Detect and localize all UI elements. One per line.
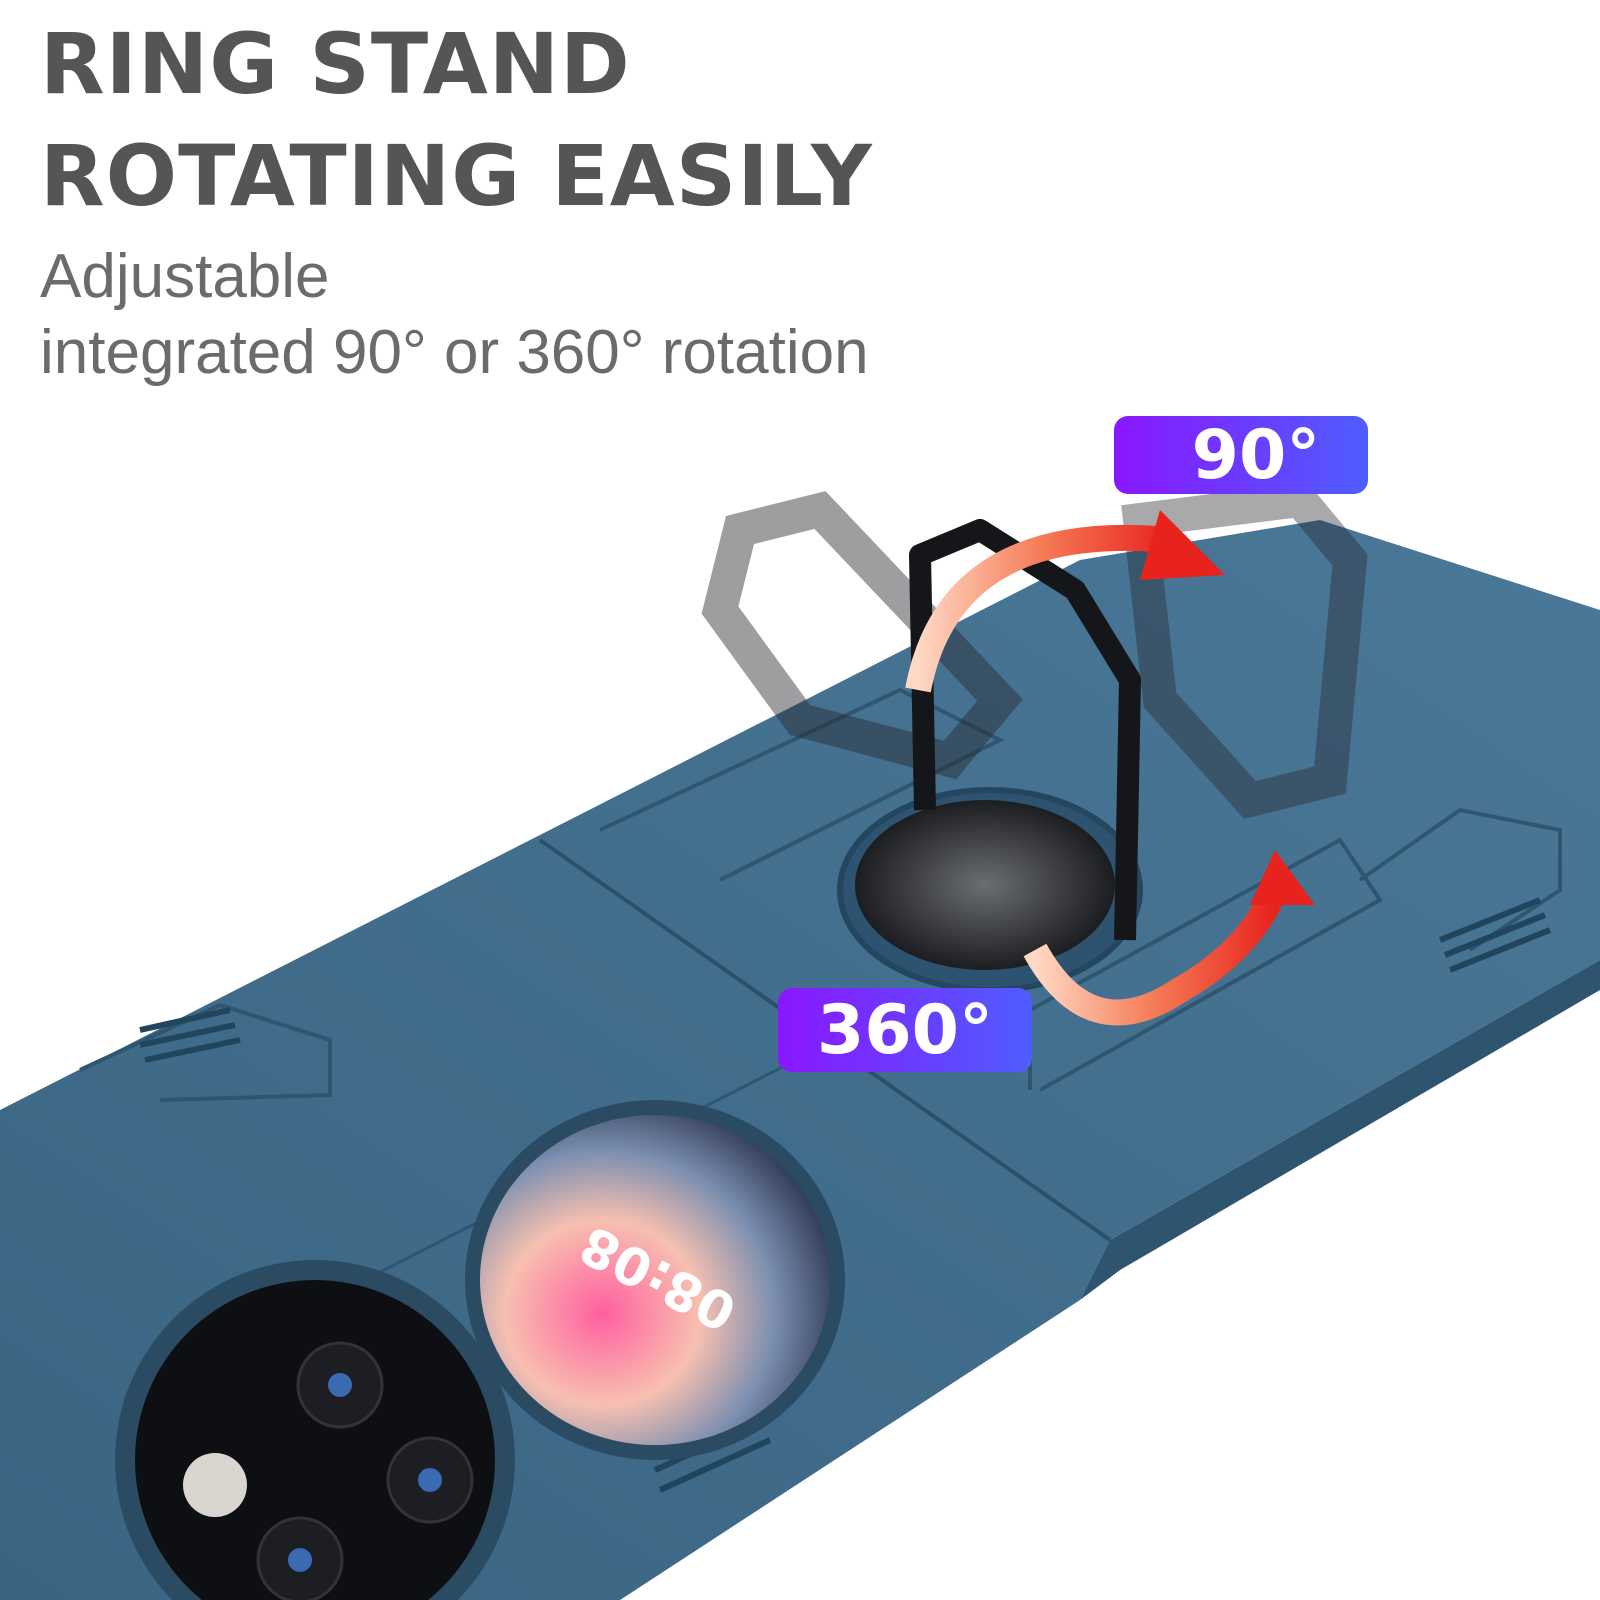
flash-icon xyxy=(183,1453,247,1517)
camera-glass xyxy=(135,1280,495,1600)
rotate-arrow xyxy=(1023,884,1287,1026)
cover-screen xyxy=(480,1115,830,1445)
badge-360-degrees: 360° xyxy=(778,988,1032,1072)
tilt-arrow xyxy=(905,524,1172,693)
ring-stand-disc xyxy=(855,800,1115,970)
ring-motion-blur xyxy=(701,491,1023,780)
case-panel-detail xyxy=(1358,807,1562,952)
case-right-edge xyxy=(1080,960,1600,1300)
subheadline-line-2: integrated 90° or 360° rotation xyxy=(40,318,869,387)
subheadline-line-1: Adjustable xyxy=(40,242,330,311)
ring-motion-blur xyxy=(1121,481,1368,819)
badge-90-degrees: 90° xyxy=(1114,416,1368,495)
arrow-head-icon xyxy=(1250,850,1315,905)
arrow-head-icon xyxy=(1140,510,1225,580)
case-panel-detail xyxy=(79,1002,332,1102)
headline-line-1: RING STAND xyxy=(40,15,631,113)
headline-line-2: ROTATING EASILY xyxy=(40,127,873,225)
case-panel-detail xyxy=(599,687,1005,882)
